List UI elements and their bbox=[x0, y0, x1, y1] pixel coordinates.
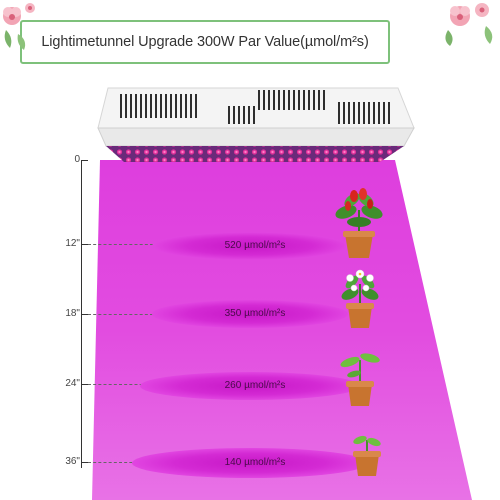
light-spot bbox=[152, 232, 348, 260]
depth-tick bbox=[81, 160, 88, 161]
depth-guide bbox=[88, 244, 153, 245]
depth-label-18: 18" bbox=[65, 308, 80, 319]
vent-left bbox=[120, 94, 197, 118]
led-array bbox=[106, 146, 404, 162]
depth-guide bbox=[88, 384, 153, 385]
depth-tick bbox=[81, 462, 88, 463]
banner-title: Lightimetunnel Upgrade 300W Par Value(µm… bbox=[41, 34, 369, 50]
light-spot bbox=[140, 372, 360, 400]
depth-tick bbox=[81, 244, 88, 245]
vent-right bbox=[338, 102, 390, 124]
depth-guide bbox=[88, 462, 153, 463]
depth-label-0: 0 bbox=[74, 154, 80, 165]
vent-center-top bbox=[258, 90, 325, 110]
pepper-plant-icon bbox=[335, 188, 383, 258]
vent-center-bottom bbox=[228, 106, 255, 124]
pink-flower-icon bbox=[3, 3, 35, 50]
par-value-24: 260 µmol/m²s bbox=[224, 380, 286, 391]
par-value-18: 350 µmol/m²s bbox=[224, 308, 286, 319]
flowering-plant-icon bbox=[341, 269, 379, 328]
depth-label-24: 24" bbox=[65, 378, 80, 389]
depth-label-12: 12" bbox=[65, 238, 80, 249]
light-spot bbox=[152, 300, 348, 328]
depth-tick bbox=[81, 314, 88, 315]
grow-light-panel-icon bbox=[97, 87, 415, 162]
par-value-12: 520 µmol/m²s bbox=[224, 240, 286, 251]
title-banner: Lightimetunnel Upgrade 300W Par Value(µm… bbox=[20, 20, 390, 64]
depth-guide bbox=[88, 314, 153, 315]
seedling-plant-icon bbox=[340, 353, 380, 406]
depth-label-36: 36" bbox=[65, 456, 80, 467]
depth-tick bbox=[81, 384, 88, 385]
pink-flower-icon bbox=[445, 3, 493, 46]
lamp-side bbox=[97, 127, 415, 147]
sprout-plant-icon bbox=[353, 435, 381, 476]
par-value-36: 140 µmol/m²s bbox=[224, 457, 286, 468]
light-spot bbox=[132, 448, 368, 478]
